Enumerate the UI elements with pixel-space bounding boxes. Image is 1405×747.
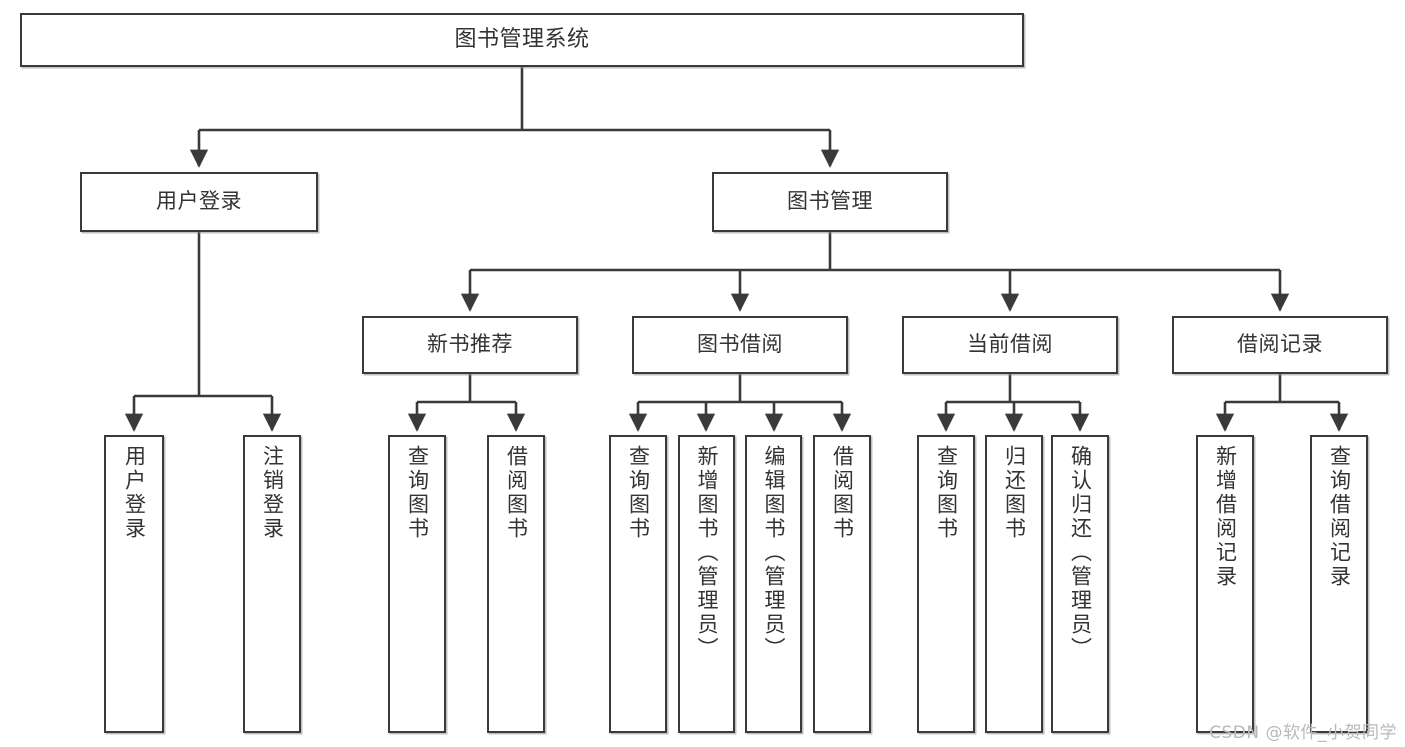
node-label: 新增图书（管理员） — [695, 445, 719, 661]
node-leaf-add-book-admin[interactable]: 新增图书（管理员） — [678, 435, 735, 733]
node-label: 查询图书 — [934, 445, 959, 541]
node-label: 用户登录 — [122, 445, 147, 541]
node-leaf-logout-login[interactable]: 注销登录 — [243, 435, 301, 733]
node-label: 图书管理 — [787, 189, 873, 214]
csdn-watermark: CSDN @软件_小贺同学 — [1209, 723, 1397, 743]
node-label: 用户登录 — [156, 189, 242, 214]
node-leaf-query-borrowing-record[interactable]: 查询借阅记录 — [1310, 435, 1368, 733]
node-borrowing-record[interactable]: 借阅记录 — [1172, 316, 1388, 374]
node-leaf-borrow-book-recommendation[interactable]: 借阅图书 — [487, 435, 545, 733]
node-current-borrowing[interactable]: 当前借阅 — [902, 316, 1118, 374]
node-leaf-borrow-book-borrowing[interactable]: 借阅图书 — [813, 435, 871, 733]
node-label: 注销登录 — [260, 445, 285, 541]
node-label: 借阅记录 — [1237, 332, 1323, 357]
node-book-borrowing[interactable]: 图书借阅 — [632, 316, 848, 374]
node-new-book-recommendation[interactable]: 新书推荐 — [362, 316, 578, 374]
node-leaf-user-login[interactable]: 用户登录 — [104, 435, 164, 733]
node-label: 查询图书 — [626, 445, 651, 541]
node-label: 图书管理系统 — [454, 26, 590, 52]
node-leaf-query-book-current[interactable]: 查询图书 — [917, 435, 975, 733]
node-leaf-return-book[interactable]: 归还图书 — [985, 435, 1043, 733]
node-label: 编辑图书（管理员） — [762, 445, 786, 661]
node-label: 新书推荐 — [427, 332, 513, 357]
node-label: 确认归还（管理员） — [1068, 445, 1093, 661]
node-leaf-add-borrowing-record[interactable]: 新增借阅记录 — [1196, 435, 1254, 733]
node-label: 图书借阅 — [697, 332, 783, 357]
node-label: 当前借阅 — [967, 332, 1053, 357]
node-leaf-edit-book-admin[interactable]: 编辑图书（管理员） — [745, 435, 802, 733]
node-label: 借阅图书 — [504, 445, 529, 541]
node-label: 归还图书 — [1002, 445, 1027, 541]
node-leaf-confirm-return-admin[interactable]: 确认归还（管理员） — [1051, 435, 1109, 733]
node-leaf-query-book-borrowing[interactable]: 查询图书 — [609, 435, 667, 733]
node-label: 借阅图书 — [830, 445, 855, 541]
node-label: 查询图书 — [405, 445, 430, 541]
node-label: 新增借阅记录 — [1213, 445, 1238, 589]
node-book-management[interactable]: 图书管理 — [712, 172, 948, 232]
node-label: 查询借阅记录 — [1327, 445, 1352, 589]
node-root-system[interactable]: 图书管理系统 — [20, 13, 1024, 67]
node-leaf-query-book-recommendation[interactable]: 查询图书 — [388, 435, 446, 733]
node-user-login[interactable]: 用户登录 — [80, 172, 318, 232]
